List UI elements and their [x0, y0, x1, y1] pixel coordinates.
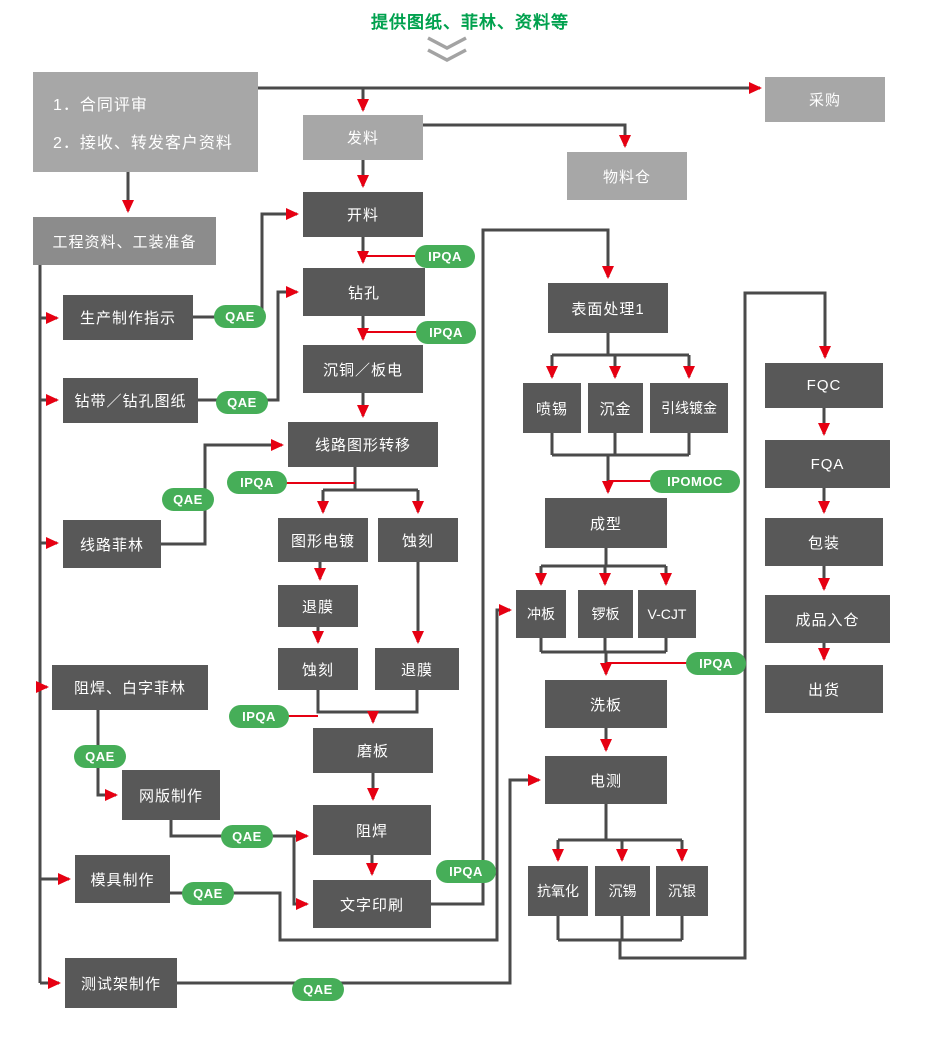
qae-badge-1: QAE — [214, 305, 266, 328]
circuit-film-node: 线路菲林 — [63, 520, 161, 568]
fqa-node: FQA — [765, 440, 890, 488]
etching-node-1: 蚀刻 — [378, 518, 458, 562]
etching-node-2: 蚀刻 — [278, 648, 358, 690]
finished-goods-warehouse-node: 成品入仓 — [765, 595, 890, 643]
purchasing-node: 采购 — [765, 77, 885, 122]
drilling-node: 钻孔 — [303, 268, 425, 316]
material-warehouse-node: 物料仓 — [567, 152, 687, 200]
shipping-node: 出货 — [765, 665, 883, 713]
test-fixture-node: 测试架制作 — [65, 958, 177, 1008]
lead-gold-plating-node: 引线镀金 — [650, 383, 728, 433]
film-stripping-node-1: 退膜 — [278, 585, 358, 627]
surface-treatment-node: 表面处理1 — [548, 283, 668, 333]
electrical-test-node: 电测 — [545, 756, 667, 804]
contract-review-box: 1．合同评审 2．接收、转发客户资料 — [33, 72, 258, 172]
copper-deposition-node: 沉铜／板电 — [303, 345, 423, 393]
chevron-down-icon — [427, 36, 467, 62]
qae-badge-2: QAE — [216, 391, 268, 414]
pattern-transfer-node: 线路图形转移 — [288, 422, 438, 467]
production-instruction-node: 生产制作指示 — [63, 295, 193, 340]
ipqa-badge-5: IPQA — [436, 860, 496, 883]
legend-printing-node: 文字印刷 — [313, 880, 431, 928]
forming-node: 成型 — [545, 498, 667, 548]
qae-badge-6: QAE — [182, 882, 234, 905]
packaging-node: 包装 — [765, 518, 883, 566]
engineering-prep-node: 工程资料、工装准备 — [33, 217, 216, 265]
immersion-tin-node: 沉锡 — [595, 866, 650, 916]
immersion-gold-node: 沉金 — [588, 383, 643, 433]
board-grinding-node: 磨板 — [313, 728, 433, 773]
ipqa-badge-6: IPQA — [686, 652, 746, 675]
drill-file-node: 钻带／钻孔图纸 — [63, 378, 198, 423]
punching-node: 冲板 — [516, 590, 566, 638]
qae-badge-5: QAE — [221, 825, 273, 848]
board-washing-node: 洗板 — [545, 680, 667, 728]
routing-node: 锣板 — [578, 590, 633, 638]
film-stripping-node-2: 退膜 — [375, 648, 459, 690]
pattern-plating-node: 图形电镀 — [278, 518, 368, 562]
fqc-node: FQC — [765, 363, 883, 408]
material-issue-node: 发料 — [303, 115, 423, 160]
hasl-node: 喷锡 — [523, 383, 581, 433]
anti-oxidation-node: 抗氧化 — [528, 866, 588, 916]
v-cut-node: V-CJT — [638, 590, 696, 638]
soldermask-node: 阻焊 — [313, 805, 431, 855]
ipqa-badge-1: IPQA — [415, 245, 475, 268]
qae-badge-4: QAE — [74, 745, 126, 768]
soldermask-film-node: 阻焊、白字菲林 — [52, 665, 208, 710]
ipqa-badge-2: IPQA — [416, 321, 476, 344]
qae-badge-3: QAE — [162, 488, 214, 511]
ipomoc-badge: IPOMOC — [650, 470, 740, 493]
ipqa-badge-3: IPQA — [227, 471, 287, 494]
qae-badge-7: QAE — [292, 978, 344, 1001]
contract-review-line-1: 1．合同评审 — [53, 97, 148, 114]
mold-making-node: 模具制作 — [75, 855, 170, 903]
contract-review-line-2: 2．接收、转发客户资料 — [53, 135, 233, 152]
immersion-silver-node: 沉银 — [656, 866, 708, 916]
screen-making-node: 网版制作 — [122, 770, 220, 820]
cutting-node: 开料 — [303, 192, 423, 237]
ipqa-badge-4: IPQA — [229, 705, 289, 728]
flow-title: 提供图纸、菲林、资料等 — [371, 13, 569, 32]
